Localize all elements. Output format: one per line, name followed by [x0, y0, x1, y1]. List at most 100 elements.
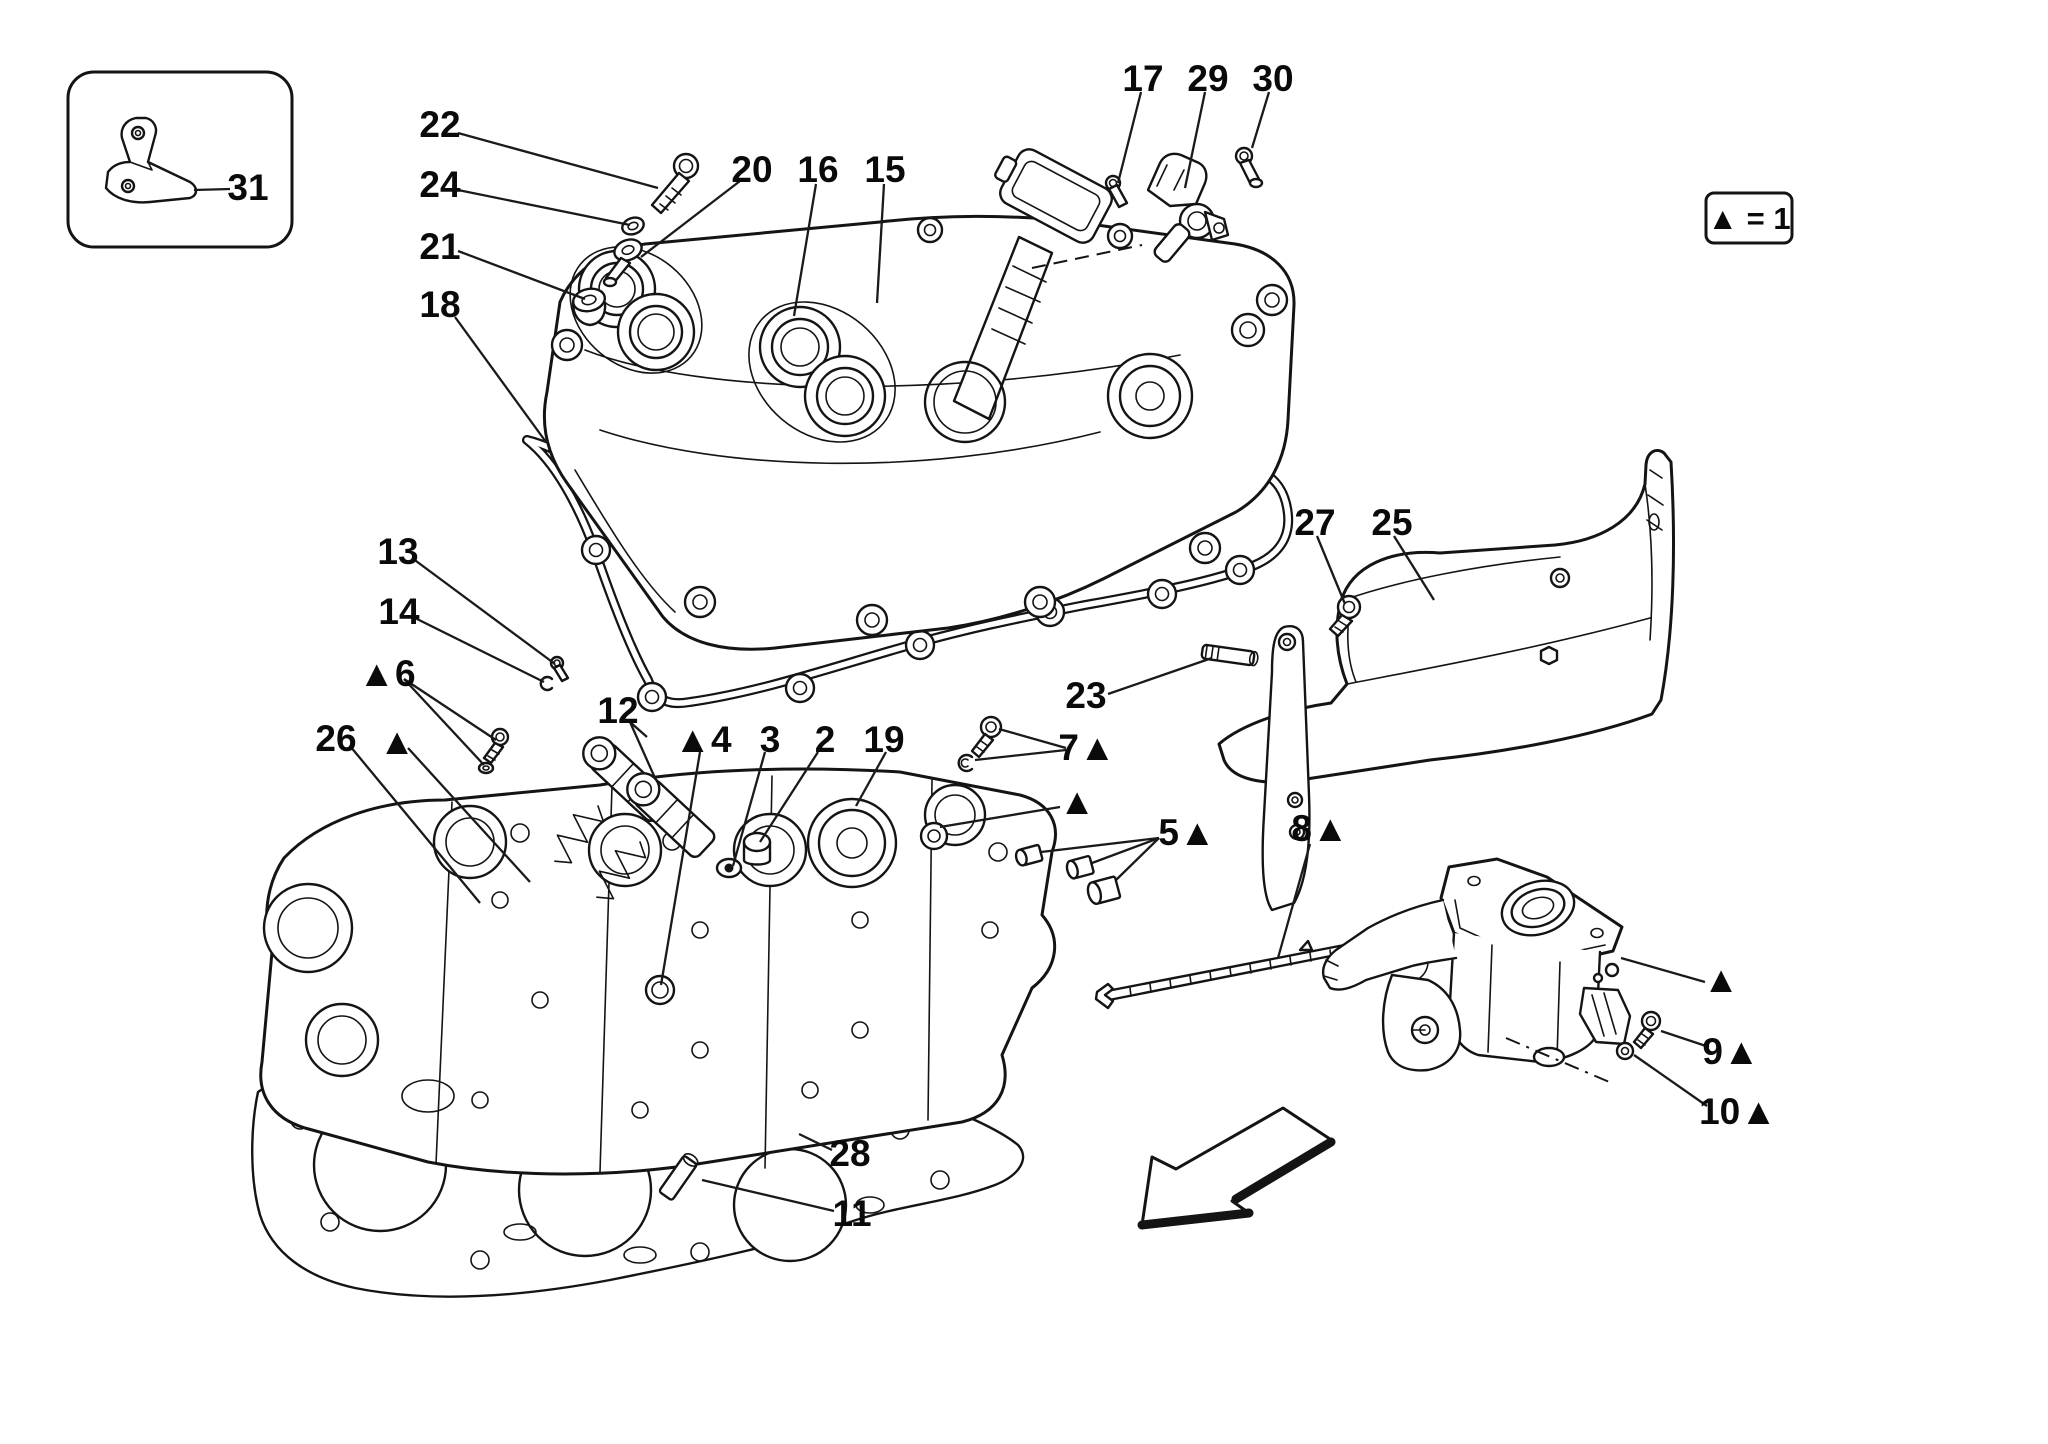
head-bolt: [970, 715, 1003, 759]
part-number-tri-left: ▲: [379, 721, 416, 762]
part-number-18: 18: [419, 284, 460, 325]
part-number-24: 24: [419, 164, 461, 205]
cover-bolt: [650, 152, 700, 215]
valve-spring: [554, 805, 605, 864]
callout-13: 13: [377, 531, 556, 665]
part-number-26: 26: [315, 718, 356, 759]
leader-line-12: [628, 721, 657, 779]
vent-screw: [1234, 146, 1264, 189]
part-number-2: 2: [815, 719, 836, 760]
cylinder-head: [259, 767, 1057, 1176]
leader-line-27: [1315, 535, 1347, 605]
leader-line-7: [998, 727, 1067, 750]
cam-solenoid-pair: [582, 736, 716, 859]
leader-line-29: [1183, 91, 1207, 189]
leader-line-15: [875, 183, 886, 304]
callout-19: 19: [854, 719, 905, 807]
camshaft-sensor: [1146, 152, 1230, 263]
callout-12: 12: [597, 690, 657, 779]
direction-arrow-icon: [1137, 1106, 1336, 1230]
callout-24: 24: [419, 164, 631, 227]
callout-23: 23: [1065, 656, 1213, 716]
callout-14: 14: [378, 591, 545, 684]
callout-8: 8▲: [1276, 808, 1349, 959]
leader-line-6: [403, 678, 485, 766]
leader-line-18: [454, 316, 547, 443]
part-number-11: 11: [832, 1193, 871, 1234]
leader-line-4: [659, 751, 702, 986]
leader-line-11: [701, 1178, 835, 1213]
callout-29: 29: [1183, 58, 1229, 189]
mount-washer: [1615, 1041, 1635, 1061]
part-number-6: ▲6: [358, 653, 415, 694]
callout-17: 17: [1116, 58, 1164, 184]
leader-line-22: [457, 131, 659, 190]
part-number-4: ▲4: [674, 719, 732, 760]
callout-27: 27: [1294, 502, 1347, 605]
callout-9: 9▲: [1660, 1029, 1760, 1072]
valve-spring: [596, 841, 647, 900]
ignition-coil: [923, 148, 1113, 444]
leader-line-5: [1040, 836, 1160, 854]
part-number-20: 20: [731, 149, 772, 190]
callout-31: 31: [193, 167, 269, 208]
part-number-21: 21: [419, 226, 460, 267]
part-number-23: 23: [1065, 675, 1106, 716]
leader-line-10: [1633, 1054, 1708, 1107]
leader-line-5: [1091, 836, 1160, 865]
mount-bolt: [1632, 1010, 1662, 1050]
callout-30: 30: [1250, 58, 1294, 149]
leader-line-20: [640, 180, 741, 258]
stud-bushing: [742, 831, 772, 866]
leader-line-26: [349, 745, 481, 904]
callout-tri-far: ▲: [1620, 956, 1740, 1000]
part-number-tri-right: ▲: [1059, 781, 1096, 822]
callout-2: 2: [759, 719, 836, 843]
part-number-16: 16: [797, 149, 838, 190]
part-number-tri-far: ▲: [1703, 959, 1740, 1000]
leader-line-12: [629, 721, 648, 738]
callout-15: 15: [864, 149, 906, 304]
legend-text: ▲ = 1: [1707, 201, 1790, 236]
part-number-3: 3: [760, 719, 781, 760]
part-number-27: 27: [1294, 502, 1335, 543]
stud-bolt: [477, 727, 510, 775]
part-number-15: 15: [864, 149, 905, 190]
mount-axis-dash: [1505, 1037, 1615, 1085]
sealing-plugs: [1014, 843, 1122, 906]
callout-11: 11: [701, 1178, 872, 1234]
small-screw: [549, 655, 570, 683]
part-number-31: 31: [227, 167, 268, 208]
callout-22: 22: [419, 104, 659, 190]
leader-line-5: [1115, 837, 1160, 881]
leader-line-14: [412, 615, 545, 684]
assembly-dash-line: [1031, 244, 1143, 269]
part-number-29: 29: [1187, 58, 1228, 99]
retainer-clip: [539, 675, 554, 692]
part-number-22: 22: [419, 104, 460, 145]
part-number-28: 28: [829, 1133, 870, 1174]
leader-line-tri-left: [407, 747, 531, 883]
callout-21: 21: [419, 226, 586, 301]
callout-4: ▲4: [659, 719, 732, 986]
leader-line-21: [457, 249, 586, 301]
leader-line-23: [1107, 656, 1213, 696]
cover-grommet: [571, 287, 607, 327]
leader-line-tri-right: [939, 805, 1061, 829]
leader-line-16: [792, 183, 818, 317]
part-number-17: 17: [1122, 58, 1163, 99]
leader-line-17: [1116, 91, 1143, 184]
callout-16: 16: [792, 149, 839, 317]
seal-washer: [715, 857, 743, 879]
engine-mount: [1322, 857, 1632, 1072]
callout-6: ▲6: [358, 653, 497, 766]
countersunk-screw: [602, 238, 643, 288]
callout-5: 5▲: [1040, 812, 1216, 881]
part-number-7: 7▲: [1058, 727, 1115, 768]
callout-26: 26: [315, 718, 481, 904]
dowel-pin: [658, 1153, 699, 1201]
callout-3: 3: [731, 719, 781, 867]
leader-line-31: [193, 187, 231, 192]
